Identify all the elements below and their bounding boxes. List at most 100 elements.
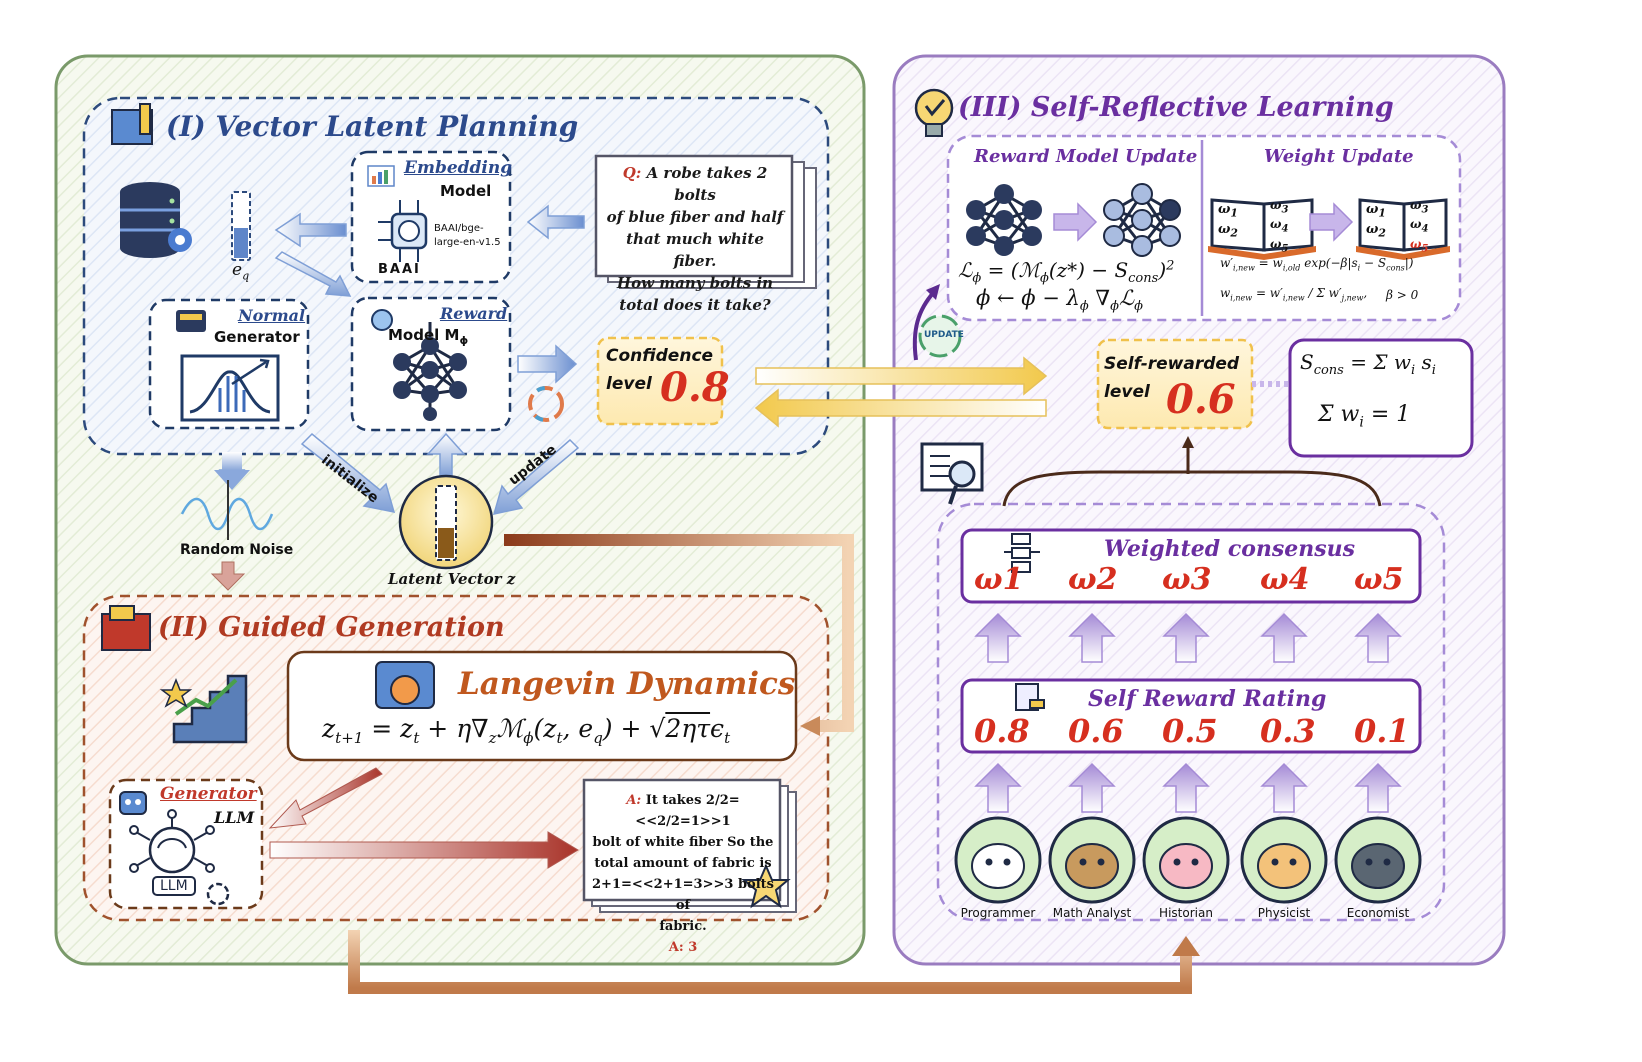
agent-face: [1351, 843, 1405, 889]
agent-eye: [1079, 858, 1087, 866]
rating-value: 0.8: [974, 712, 1030, 750]
reward-label: Reward: [440, 304, 508, 323]
agent-label: Historian: [1159, 906, 1213, 920]
langevin-equation: zt+1 = zt + η∇zℳϕ(zt, eq) + √2ητϵt: [322, 714, 731, 747]
rating-value: 0.5: [1162, 712, 1218, 750]
omega-weight: ω1: [974, 562, 1024, 597]
latent-label: Latent Vector z: [388, 570, 516, 588]
vlp-title: (I) Vector Latent Planning: [166, 110, 579, 143]
rm-update-title: Reward Model Update: [974, 146, 1198, 167]
self-rewarded-label: Self-rewarded: [1104, 354, 1240, 374]
rating-value: 0.3: [1260, 712, 1316, 750]
document-search-icon: [920, 442, 984, 505]
answer-line: total amount of fabric is: [594, 856, 772, 871]
weight-new-equation: w′i,new = wi,old exp(−β|si − Scons|): [1220, 256, 1414, 273]
noise-label: Random Noise: [180, 542, 294, 558]
agent-face: [1159, 843, 1213, 889]
normal-generator-label: Generator: [214, 328, 300, 346]
agent-eye: [1191, 858, 1199, 866]
self-reward-rating-title: Self Reward Rating: [1088, 686, 1327, 712]
omega-weight: ω2: [1068, 562, 1118, 597]
weight-norm-equation: wi,new = w′i,new / Σ w′j,new,: [1220, 286, 1368, 303]
update-badge: UPDATE: [924, 330, 964, 340]
langevin-title: Langevin Dynamics: [458, 666, 796, 702]
answer-line: 2+1=<<2+1=3>>3 bolts of: [592, 877, 774, 913]
book-before-icon: [1208, 198, 1316, 260]
answer-line: fabric.: [659, 919, 707, 934]
agent-eye: [985, 858, 993, 866]
omega-weight: ω3: [1162, 562, 1212, 597]
agent-face: [1065, 843, 1119, 889]
self-rewarded-value: 0.6: [1166, 376, 1236, 423]
agent-label: Economist: [1346, 906, 1410, 920]
self-rewarded-level-label: level: [1104, 382, 1150, 402]
up-arrow: [974, 762, 1022, 813]
loss-equation: ℒϕ = (ℳϕ(z*) − Scons)2: [958, 258, 1175, 286]
up-arrow: [1162, 612, 1210, 663]
agent-face: [1257, 843, 1311, 889]
omega-weight: ω4: [1260, 562, 1310, 597]
up-arrow: [974, 612, 1022, 663]
question-line: of blue fiber and half: [606, 208, 784, 226]
question-line: How many bolts in: [616, 274, 774, 292]
reward-model-label: Model Mϕ: [388, 326, 469, 347]
rating-value: 0.1: [1354, 712, 1410, 750]
generator-label: Generator: [160, 784, 257, 804]
question-line: that much white fiber.: [626, 230, 764, 270]
agent-label: Programmer: [960, 906, 1036, 920]
answer-line: bolt of white fiber So the: [592, 835, 774, 850]
agent-label: Physicist: [1257, 906, 1311, 920]
answer-line: It takes 2/2=<<2/2=1>>1: [635, 793, 740, 829]
agent-eye: [1383, 858, 1391, 866]
normal-label: Normal: [238, 306, 306, 325]
agent-eye: [1097, 858, 1105, 866]
embedding-name: BAAI/bge-large-en-v1.5: [434, 223, 501, 248]
question-line: total does it take?: [619, 296, 771, 314]
agent-eye: [1003, 858, 1011, 866]
llm-label: LLM: [214, 808, 255, 827]
embedding-model-label: Model: [440, 182, 492, 200]
llm-chip: LLM: [152, 876, 196, 896]
database-icon: [120, 182, 192, 258]
agent-eye: [1365, 858, 1373, 866]
up-arrow: [1260, 612, 1308, 663]
confidence-value: 0.8: [660, 364, 730, 411]
baai-logo: BAAI: [378, 262, 421, 277]
cycle-icon: [528, 386, 564, 422]
agent-eye: [1289, 858, 1297, 866]
confidence-label: Confidence: [606, 346, 714, 366]
weight-update-title: Weight Update: [1264, 146, 1414, 167]
book-after-icon: [1356, 198, 1450, 260]
up-arrow: [1354, 762, 1402, 813]
rating-doc-icon: [1015, 683, 1045, 711]
agent-face: [971, 843, 1025, 889]
embedding-label: Embedding: [404, 158, 513, 178]
omega-weight: ω5: [1354, 562, 1404, 597]
up-arrow: [1260, 762, 1308, 813]
guided-gavel-icon: [101, 605, 151, 651]
up-arrow: [1068, 612, 1116, 663]
up-arrow: [1162, 762, 1210, 813]
network-before-icon: [966, 184, 1042, 256]
agent-label: Math Analyst: [1052, 906, 1132, 920]
weighted-consensus-title: Weighted consensus: [1104, 536, 1356, 562]
question-line: A robe takes 2 bolts: [646, 164, 768, 204]
confidence-level-label: level: [606, 374, 652, 394]
agent-eye: [1271, 858, 1279, 866]
gg-title: (II) Guided Generation: [158, 612, 505, 643]
blueprint-icon: [111, 103, 153, 145]
beta-equation: β > 0: [1386, 288, 1419, 302]
agent-eye: [1173, 858, 1181, 866]
rating-value: 0.6: [1068, 712, 1124, 750]
stairs-growth-icon: [159, 674, 248, 744]
phi-update-equation: ϕ ← ϕ − λϕ ∇ϕℒϕ: [976, 286, 1143, 315]
consensus-network-icon: [1004, 533, 1040, 573]
up-arrow: [1354, 612, 1402, 663]
lightbulb-icon: [914, 88, 954, 137]
